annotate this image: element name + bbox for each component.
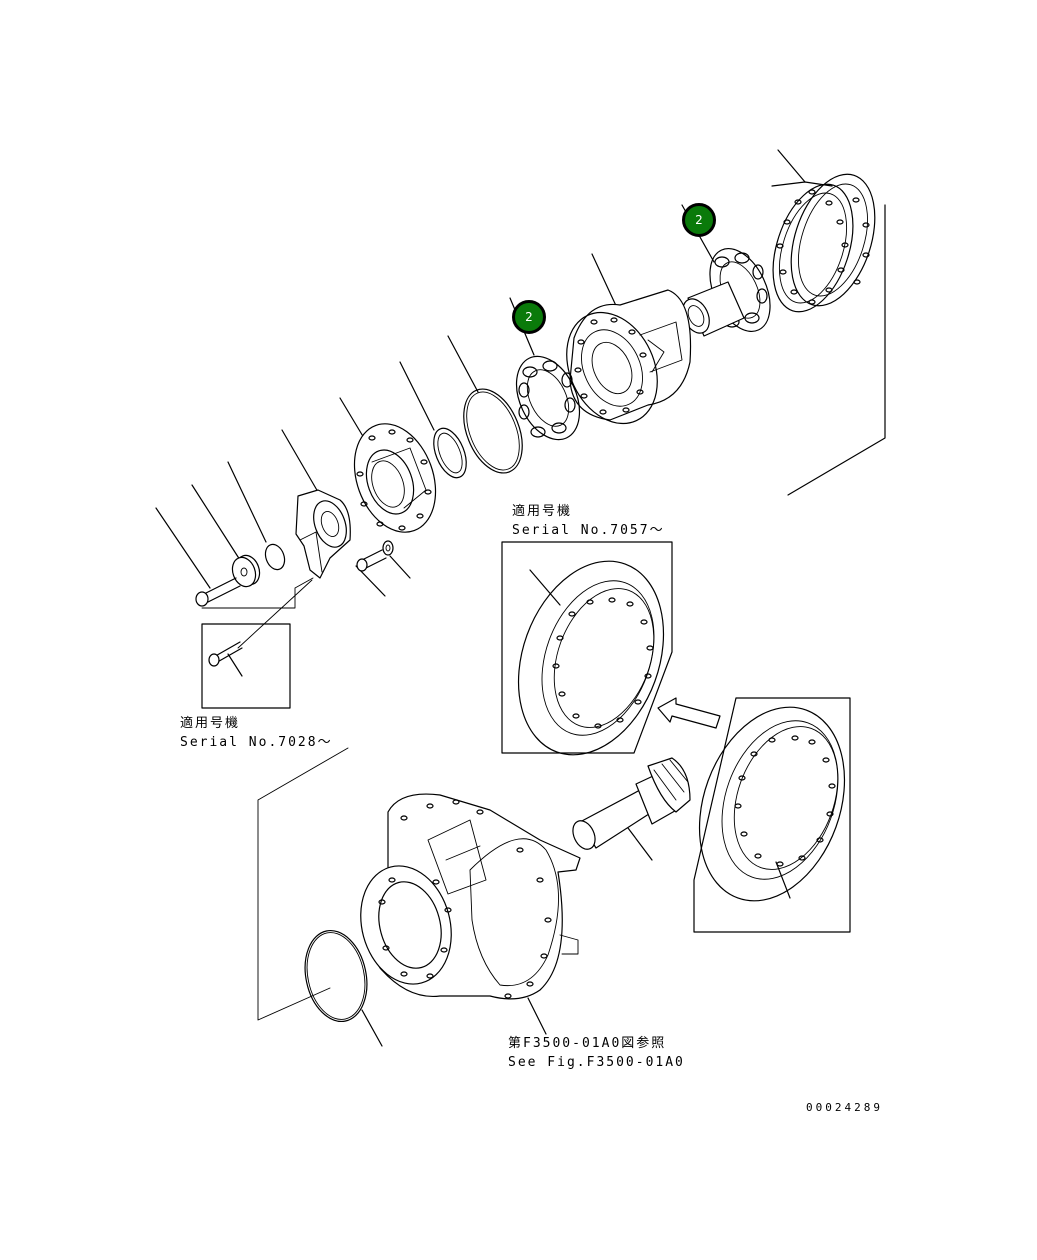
cage-flange bbox=[339, 397, 437, 533]
serial-7057-label-en: Serial No.7057～ bbox=[512, 523, 665, 538]
o-ring-upper bbox=[447, 335, 523, 474]
coupling-yoke bbox=[281, 429, 351, 579]
small-o-ring bbox=[227, 461, 286, 571]
snap-ring bbox=[399, 361, 467, 479]
callout-bearing-left: 2 bbox=[512, 300, 546, 334]
serial-7028-label-jp: 適用号機 bbox=[180, 716, 241, 731]
bolt-yoke bbox=[155, 507, 241, 607]
see-figure-label-jp: 第F3500-01A0図参照 bbox=[508, 1036, 667, 1051]
differential-housing bbox=[257, 747, 581, 1035]
serial-7028-label-en: Serial No.7028～ bbox=[180, 735, 333, 750]
inset-serial-7028 bbox=[201, 577, 314, 709]
pinion-shaft bbox=[572, 757, 691, 861]
cage-bolt bbox=[355, 549, 387, 597]
serial-7057-label-jp: 適用号機 bbox=[512, 504, 573, 519]
drawing-number: 00024289 bbox=[806, 1101, 883, 1114]
o-ring-lower bbox=[304, 929, 383, 1047]
callout-bearing-right: 2 bbox=[682, 203, 716, 237]
washer bbox=[191, 484, 261, 588]
cage-washer bbox=[382, 540, 411, 579]
see-figure-label-en: See Fig.F3500-01A0 bbox=[508, 1055, 685, 1070]
gasket-ring-pair bbox=[771, 149, 886, 496]
ring-gear-inset bbox=[693, 697, 851, 933]
reference-arrow bbox=[657, 697, 721, 729]
inset-serial-7057 bbox=[501, 541, 673, 756]
carrier-housing bbox=[566, 253, 692, 425]
bearing-left bbox=[509, 297, 581, 441]
